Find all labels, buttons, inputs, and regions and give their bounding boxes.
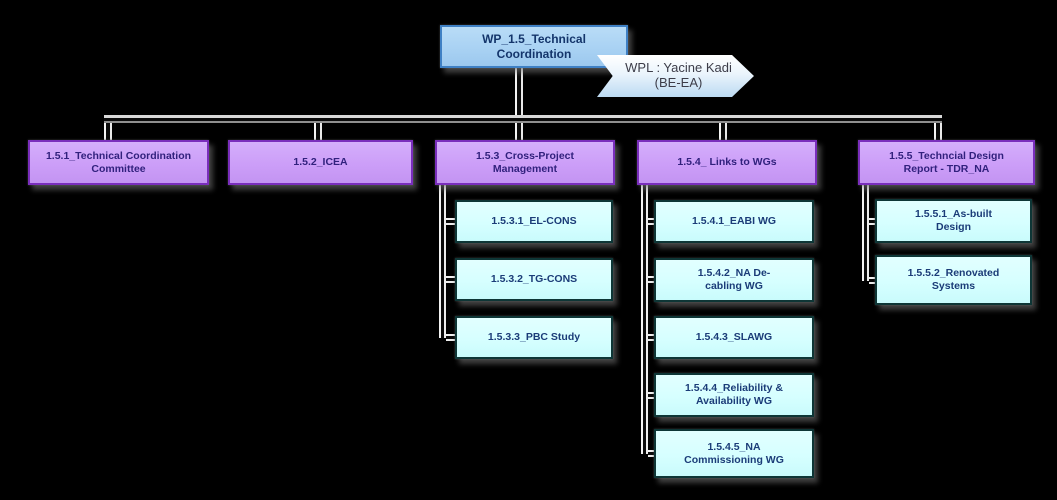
connector-drop-1-5-3	[515, 123, 523, 141]
leaf-node-label: 1.5.4.2_NA De-cabling WG	[697, 267, 771, 292]
leaf-node-1-5-3-3: 1.5.3.3_PBC Study	[455, 316, 613, 359]
leaf-node-1-5-4-5: 1.5.4.5_NA Commissioning WG	[654, 429, 814, 478]
leaf-node-label: 1.5.3.3_PBC Study	[487, 331, 581, 344]
wpl-banner-label: WPL : Yacine Kadi (BE-EA)	[625, 60, 732, 90]
leaf-node-label: 1.5.4.4_Reliability & Availability WG	[684, 382, 784, 407]
connector-bus	[104, 115, 942, 123]
root-node-wp-1-5: WP_1.5_Technical Coordination	[440, 25, 628, 68]
leaf-node-label: 1.5.3.1_EL-CONS	[491, 215, 577, 228]
branch-node-1-5-3: 1.5.3_Cross-Project Management	[435, 140, 615, 185]
wpl-banner: WPL : Yacine Kadi (BE-EA)	[597, 55, 754, 97]
connector-col-1-5-4	[641, 185, 648, 454]
connector-drop-1-5-1	[104, 123, 112, 141]
connector-drop-1-5-5	[934, 123, 942, 141]
leaf-node-label: 1.5.4.5_NA Commissioning WG	[684, 440, 784, 466]
leaf-node-1-5-4-2: 1.5.4.2_NA De-cabling WG	[654, 258, 814, 302]
branch-node-1-5-5: 1.5.5_Techncial Design Report - TDR_NA	[858, 140, 1035, 185]
connector-stub-1-5-3-3	[446, 334, 458, 341]
branch-node-label: 1.5.3_Cross-Project Management	[475, 149, 575, 175]
connector-drop-1-5-4	[719, 123, 727, 141]
leaf-node-1-5-3-2: 1.5.3.2_TG-CONS	[455, 258, 613, 301]
connector-stub-1-5-3-1	[446, 218, 458, 225]
branch-node-1-5-1: 1.5.1_Technical Coordination Committee	[28, 140, 209, 185]
leaf-node-label: 1.5.4.1_EABI WG	[691, 215, 777, 228]
leaf-node-label: 1.5.5.1_As-built Design	[914, 208, 993, 233]
leaf-node-1-5-5-1: 1.5.5.1_As-built Design	[875, 199, 1032, 243]
root-node-label: WP_1.5_Technical Coordination	[482, 32, 586, 61]
connector-stub-1-5-3-2	[446, 276, 458, 283]
branch-node-1-5-4: 1.5.4_ Links to WGs	[637, 140, 817, 185]
branch-node-label: 1.5.2_ICEA	[293, 156, 348, 169]
connector-col-1-5-5	[862, 185, 869, 281]
branch-node-label: 1.5.4_ Links to WGs	[677, 156, 777, 169]
connector-root-stem	[515, 68, 523, 115]
leaf-node-1-5-4-3: 1.5.4.3_SLAWG	[654, 316, 814, 359]
leaf-node-1-5-4-4: 1.5.4.4_Reliability & Availability WG	[654, 373, 814, 417]
leaf-node-1-5-4-1: 1.5.4.1_EABI WG	[654, 200, 814, 243]
leaf-node-1-5-3-1: 1.5.3.1_EL-CONS	[455, 200, 613, 243]
branch-node-label: 1.5.1_Technical Coordination Committee	[45, 149, 192, 175]
leaf-node-label: 1.5.3.2_TG-CONS	[490, 273, 578, 286]
leaf-node-label: 1.5.4.3_SLAWG	[695, 331, 773, 344]
leaf-node-label: 1.5.5.2_Renovated Systems	[907, 267, 1000, 292]
connector-drop-1-5-2	[314, 123, 322, 141]
branch-node-1-5-2: 1.5.2_ICEA	[228, 140, 413, 185]
connector-col-1-5-3	[439, 185, 446, 338]
leaf-node-1-5-5-2: 1.5.5.2_Renovated Systems	[875, 255, 1032, 305]
branch-node-label: 1.5.5_Techncial Design Report - TDR_NA	[889, 149, 1004, 175]
